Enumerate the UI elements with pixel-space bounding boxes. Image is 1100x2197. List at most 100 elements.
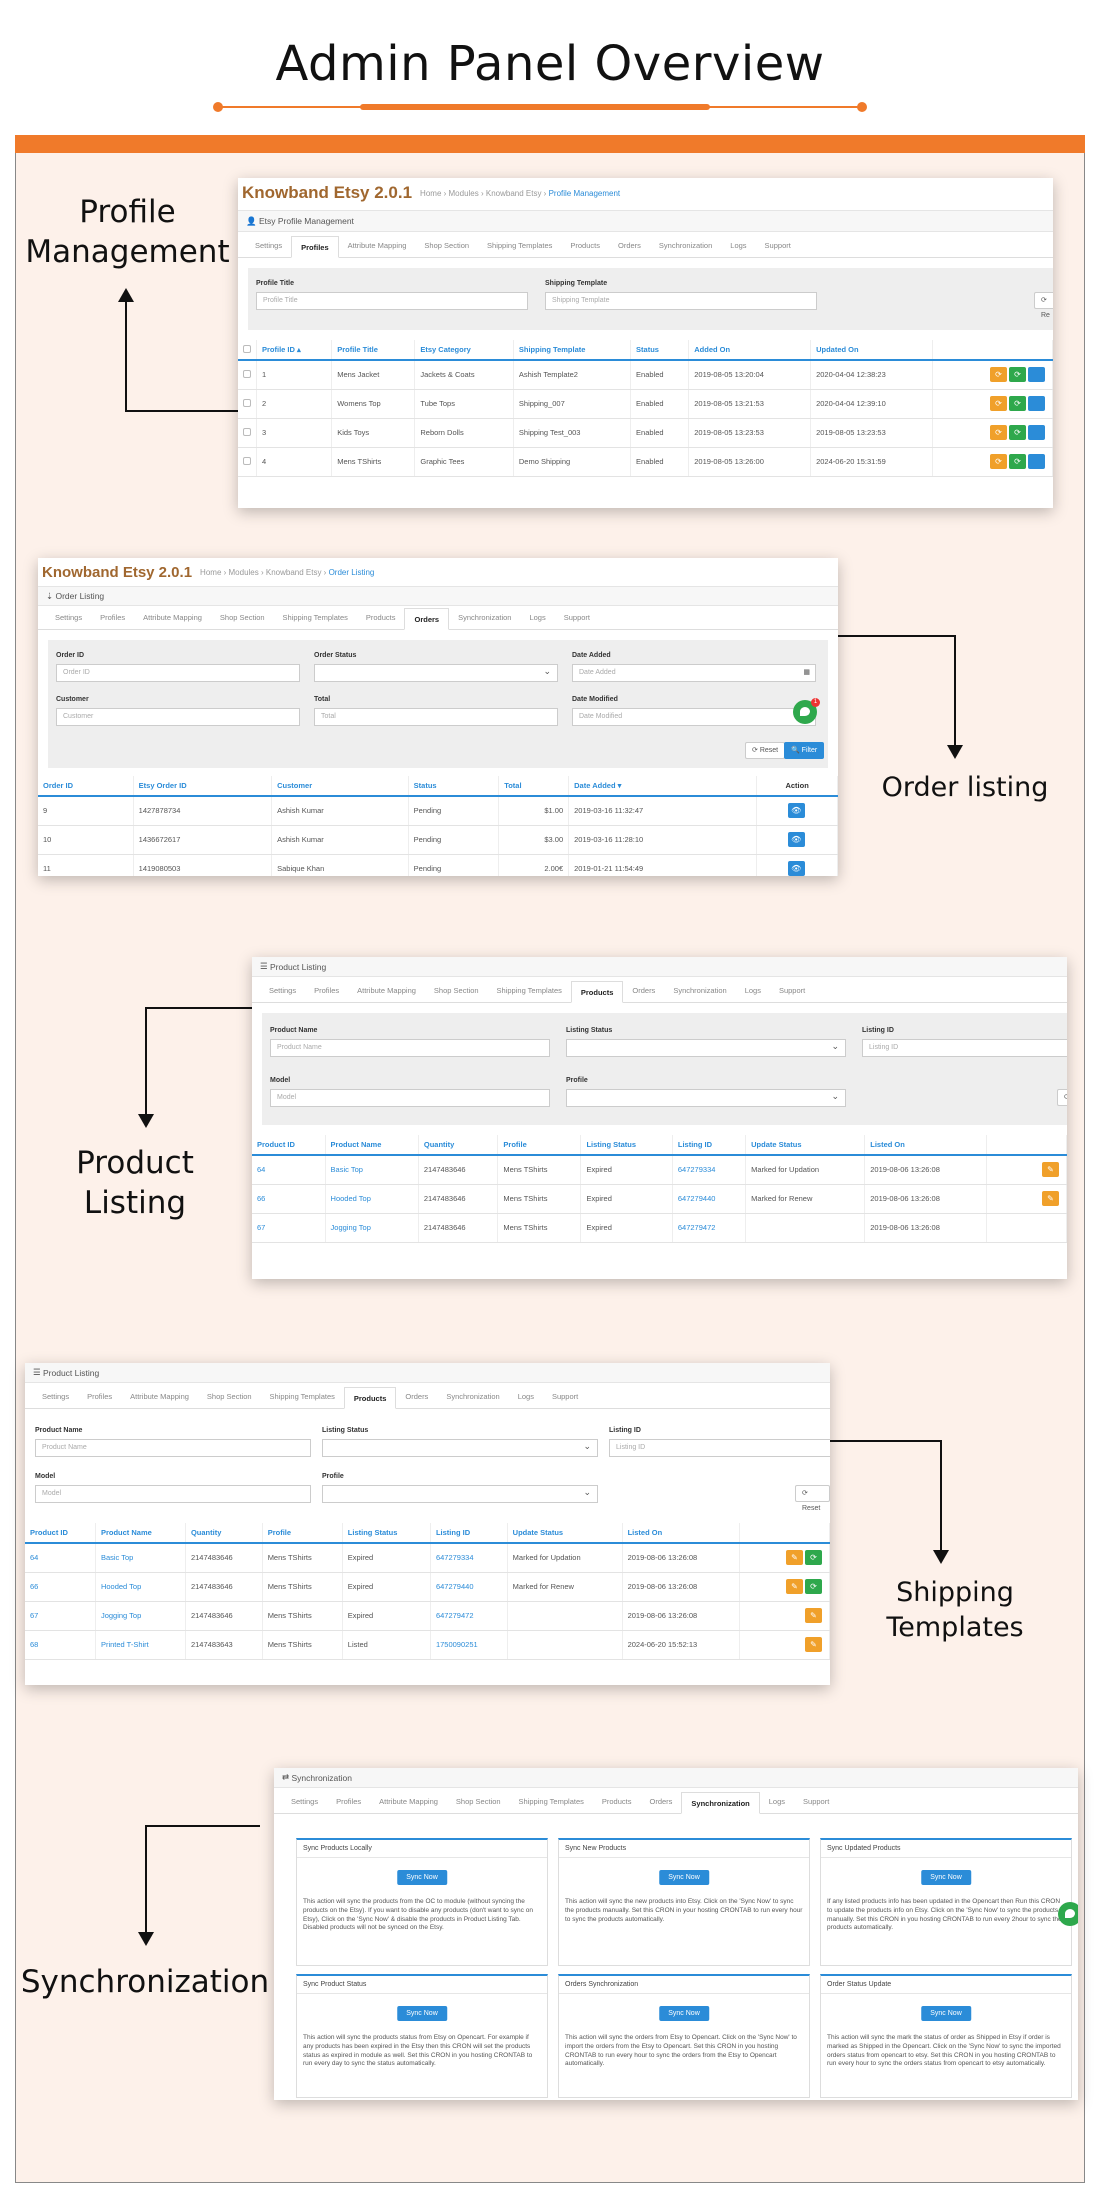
tab-profiles[interactable]: Profiles — [291, 236, 339, 258]
cell[interactable]: 66 — [25, 1572, 96, 1602]
tab-synchronization[interactable]: Synchronization — [673, 986, 727, 995]
tab-settings[interactable]: Settings — [55, 613, 83, 622]
column-header[interactable]: Listed On — [622, 1523, 741, 1544]
column-header[interactable]: Etsy Category — [414, 340, 514, 361]
breadcrumb-item[interactable]: Home — [200, 567, 222, 577]
cell[interactable]: Hooded Top — [325, 1184, 419, 1214]
row-checkbox[interactable] — [243, 456, 251, 465]
cell[interactable]: 647279440 — [430, 1572, 508, 1602]
column-header[interactable]: Product Name — [325, 1135, 419, 1156]
tab-shipping-templates[interactable]: Shipping Templates — [518, 1797, 584, 1806]
cell[interactable]: Jogging Top — [325, 1213, 419, 1243]
order-status-select[interactable] — [314, 663, 558, 682]
column-header[interactable]: Listing Status — [342, 1523, 431, 1544]
tab-orders[interactable]: Orders — [404, 608, 450, 630]
column-header[interactable]: Date Added ▾ — [568, 776, 758, 797]
sync-now-button[interactable]: Sync Now — [921, 2006, 971, 2021]
cell[interactable]: 1750090251 — [430, 1630, 508, 1660]
tab-logs[interactable]: Logs — [517, 1392, 534, 1401]
column-header[interactable]: Update Status — [745, 1135, 866, 1156]
tab-support[interactable]: Support — [764, 241, 791, 250]
shipping-template-input[interactable]: Shipping Template — [545, 292, 817, 310]
edit-icon[interactable]: ✎ — [805, 1608, 822, 1623]
cell[interactable]: 647279472 — [672, 1213, 747, 1243]
edit-icon[interactable]: ⟳ — [990, 367, 1007, 383]
tab-synchronization[interactable]: Synchronization — [681, 1792, 760, 1814]
sync-icon[interactable]: ⟳ — [1009, 367, 1026, 383]
reset-button[interactable]: ⟳ Reset — [745, 742, 786, 759]
row-checkbox[interactable] — [243, 369, 251, 378]
tab-shipping-templates[interactable]: Shipping Templates — [269, 1392, 335, 1401]
tab-synchronization[interactable]: Synchronization — [446, 1392, 500, 1401]
breadcrumb-item[interactable]: Knowband Etsy — [485, 188, 542, 198]
breadcrumb-active[interactable]: Profile Management — [548, 188, 621, 198]
edit-icon[interactable]: ✎ — [786, 1550, 803, 1566]
column-header[interactable]: Added On — [688, 340, 812, 361]
tab-logs[interactable]: Logs — [768, 1797, 786, 1806]
column-header[interactable]: Updated On — [810, 340, 933, 361]
tab-products[interactable]: Products — [601, 1797, 632, 1806]
tab-products[interactable]: Products — [343, 1387, 397, 1409]
cell[interactable]: 67 — [252, 1213, 326, 1243]
breadcrumb-item[interactable]: Home — [420, 188, 442, 198]
tab-orders[interactable]: Orders — [649, 1797, 673, 1806]
edit-icon[interactable]: ✎ — [1042, 1162, 1059, 1178]
tab-attribute-mapping[interactable]: Attribute Mapping — [357, 986, 416, 995]
sync-icon[interactable]: ⟳ — [805, 1579, 822, 1594]
column-header[interactable]: Order ID — [38, 776, 134, 797]
product-name-input[interactable]: Product Name — [35, 1439, 311, 1457]
cell[interactable]: 647279334 — [430, 1543, 508, 1573]
tab-profiles[interactable]: Profiles — [100, 613, 126, 622]
sync-icon[interactable]: ⟳ — [1009, 425, 1026, 440]
cell[interactable]: Jogging Top — [95, 1601, 186, 1631]
tab-settings[interactable]: Settings — [291, 1797, 319, 1806]
column-header[interactable]: Quantity — [418, 1135, 499, 1156]
sync-icon[interactable]: ⟳ — [1009, 396, 1026, 411]
cell[interactable]: 66 — [252, 1184, 326, 1214]
model-input[interactable]: Model — [35, 1485, 311, 1503]
view-icon[interactable]: 👁 — [787, 803, 805, 819]
tab-products[interactable]: Products — [570, 241, 600, 250]
listing-id-input[interactable]: Listing ID — [609, 1439, 830, 1457]
column-header[interactable]: Total — [498, 776, 570, 797]
profile-select[interactable] — [322, 1484, 598, 1503]
column-header[interactable]: Listing Status — [580, 1135, 673, 1156]
column-header[interactable]: Product Name — [95, 1523, 186, 1544]
column-header[interactable]: Product ID — [25, 1523, 96, 1544]
column-header[interactable]: Status — [408, 776, 500, 797]
view-icon[interactable]: 👁 — [787, 832, 805, 847]
sync-now-button[interactable]: Sync Now — [397, 1870, 447, 1885]
column-header[interactable]: Etsy Order ID — [133, 776, 273, 797]
more-icon[interactable] — [1028, 425, 1045, 440]
tab-attribute-mapping[interactable]: Attribute Mapping — [143, 613, 202, 622]
tab-products[interactable]: Products — [365, 613, 396, 622]
row-checkbox[interactable] — [243, 398, 251, 407]
tab-orders[interactable]: Orders — [405, 1392, 429, 1401]
calendar-icon[interactable]: ▦ — [803, 669, 810, 676]
tab-settings[interactable]: Settings — [255, 241, 283, 250]
tab-settings[interactable]: Settings — [269, 986, 297, 995]
tab-shop-section[interactable]: Shop Section — [206, 1392, 252, 1401]
tab-profiles[interactable]: Profiles — [314, 986, 340, 995]
column-header[interactable]: Listed On — [864, 1135, 987, 1156]
tab-shop-section[interactable]: Shop Section — [424, 241, 470, 250]
column-header[interactable]: Product ID — [252, 1135, 326, 1156]
sync-now-button[interactable]: Sync Now — [659, 2006, 709, 2021]
cell[interactable]: 67 — [25, 1601, 96, 1631]
tab-support[interactable]: Support — [778, 986, 806, 995]
select-all-checkbox[interactable] — [243, 344, 251, 353]
tab-shop-section[interactable]: Shop Section — [433, 986, 479, 995]
tab-logs[interactable]: Logs — [730, 241, 747, 250]
tab-shop-section[interactable]: Shop Section — [455, 1797, 501, 1806]
cell[interactable]: 64 — [25, 1543, 96, 1573]
date-added-input[interactable]: Date Added▦ — [572, 664, 816, 682]
cell[interactable]: Basic Top — [325, 1155, 419, 1185]
column-header[interactable]: Listing ID — [672, 1135, 747, 1156]
cell[interactable]: 647279472 — [430, 1601, 508, 1631]
tab-logs[interactable]: Logs — [744, 986, 761, 995]
tab-profiles[interactable]: Profiles — [87, 1392, 113, 1401]
reset-button[interactable]: ⟳ Re — [1034, 292, 1053, 319]
tab-shipping-templates[interactable]: Shipping Templates — [282, 613, 348, 622]
tab-support[interactable]: Support — [551, 1392, 579, 1401]
model-input[interactable]: Model — [270, 1089, 550, 1107]
